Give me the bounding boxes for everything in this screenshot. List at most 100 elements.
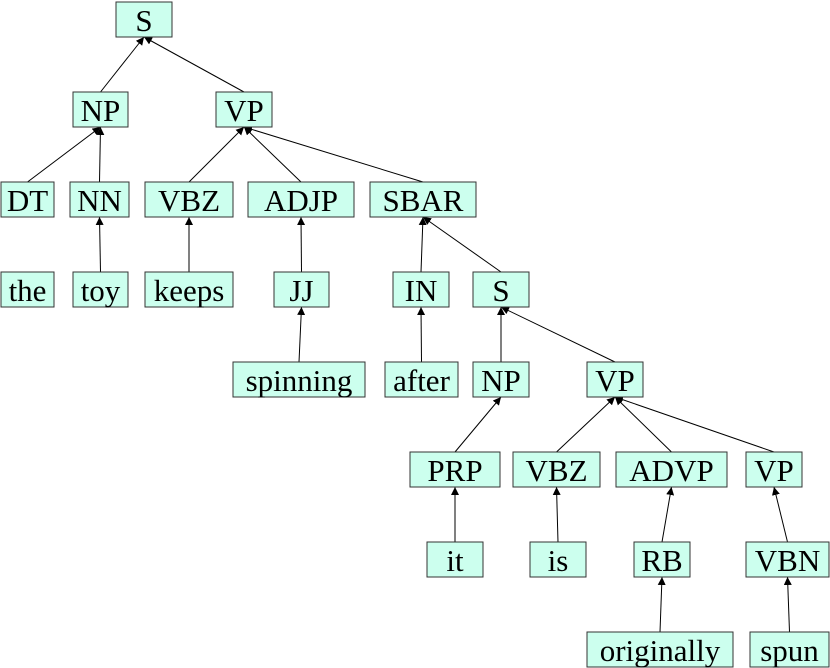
node-box bbox=[215, 91, 273, 128]
tree-node-sbar: SBAR bbox=[369, 181, 477, 218]
tree-node-w-after: after bbox=[384, 361, 459, 398]
tree-node-dt: DT bbox=[0, 181, 55, 218]
edge-advp-to-vp2 bbox=[614, 396, 672, 453]
tree-node-w-the: the bbox=[0, 271, 55, 308]
node-label: PRP bbox=[427, 453, 482, 488]
edge-vbz1-to-vp1 bbox=[188, 126, 245, 183]
node-label: VBZ bbox=[526, 453, 588, 488]
node-box bbox=[384, 361, 459, 398]
node-box bbox=[392, 271, 450, 308]
node-box bbox=[472, 361, 530, 398]
node-label: NP bbox=[481, 363, 521, 398]
node-label: VBZ bbox=[158, 183, 220, 218]
tree-node-w-toy: toy bbox=[72, 271, 129, 308]
node-label: spun bbox=[760, 633, 819, 668]
node-label: toy bbox=[81, 273, 121, 308]
tree-node-vp2: VP bbox=[586, 361, 644, 398]
edge-in-to-sbar bbox=[418, 216, 427, 273]
node-box bbox=[745, 541, 830, 578]
edge-w_spun-to-vbn bbox=[783, 576, 792, 633]
tree-node-w-is: is bbox=[529, 541, 587, 578]
edge-np1-to-s_root bbox=[100, 36, 145, 93]
tree-node-w-it: it bbox=[426, 541, 484, 578]
node-label: DT bbox=[7, 183, 48, 218]
node-label: VBN bbox=[755, 543, 820, 578]
node-box bbox=[426, 541, 484, 578]
node-label: VP bbox=[224, 93, 264, 128]
tree-node-vbz1: VBZ bbox=[144, 181, 234, 218]
tree-node-vbn: VBN bbox=[745, 541, 830, 578]
edge-nn-to-np1 bbox=[96, 126, 105, 183]
node-box bbox=[72, 271, 129, 308]
node-box bbox=[586, 361, 644, 398]
tree-node-prp: PRP bbox=[409, 451, 501, 488]
node-label: S bbox=[135, 3, 152, 38]
tree-node-vbz2: VBZ bbox=[512, 451, 601, 488]
node-box bbox=[586, 631, 734, 668]
node-box bbox=[273, 271, 330, 308]
tree-node-rb: RB bbox=[633, 541, 691, 578]
tree-node-w-spinning: spinning bbox=[232, 361, 366, 398]
node-box bbox=[247, 181, 355, 218]
tree-node-adjp: ADJP bbox=[247, 181, 355, 218]
node-box bbox=[144, 271, 234, 308]
tree-node-s2: S bbox=[472, 271, 530, 308]
edge-s2-to-sbar bbox=[422, 216, 502, 273]
tree-node-np2: NP bbox=[472, 361, 530, 398]
node-label: the bbox=[9, 273, 47, 308]
node-label: SBAR bbox=[383, 183, 464, 218]
node-box bbox=[0, 181, 55, 218]
edge-vp2-to-s2 bbox=[500, 306, 616, 363]
tree-node-in: IN bbox=[392, 271, 450, 308]
tree-node-w-originally: originally bbox=[586, 631, 734, 668]
tree-node-w-spun: spun bbox=[749, 631, 830, 668]
node-box bbox=[115, 1, 173, 38]
node-label: keeps bbox=[154, 273, 225, 308]
edge-sbar-to-vp1 bbox=[243, 125, 424, 183]
edge-w_originally-to-rb bbox=[657, 576, 666, 633]
edge-adjp-to-vp1 bbox=[243, 126, 302, 183]
edge-w_after-to-in bbox=[417, 306, 426, 363]
node-label: is bbox=[548, 543, 569, 578]
node-box bbox=[69, 181, 130, 218]
edge-w_toy-to-nn bbox=[95, 216, 104, 273]
tree-node-nn: NN bbox=[69, 181, 130, 218]
node-label: spinning bbox=[246, 363, 353, 398]
node-label: NN bbox=[77, 183, 122, 218]
node-label: ADJP bbox=[264, 183, 338, 218]
tree-node-advp: ADVP bbox=[615, 451, 728, 488]
tree-node-w-keeps: keeps bbox=[144, 271, 234, 308]
node-box bbox=[512, 451, 601, 488]
node-box bbox=[745, 451, 803, 488]
node-label: NP bbox=[81, 93, 121, 128]
node-label: JJ bbox=[289, 273, 313, 308]
tree-node-vp3: VP bbox=[745, 451, 803, 488]
node-label: originally bbox=[600, 633, 721, 668]
node-label: it bbox=[446, 543, 464, 578]
node-label: ADVP bbox=[629, 453, 713, 488]
node-label: S bbox=[492, 273, 509, 308]
node-label: VP bbox=[595, 363, 635, 398]
node-label: IN bbox=[405, 273, 438, 308]
node-label: RB bbox=[641, 543, 682, 578]
tree-node-jj: JJ bbox=[273, 271, 330, 308]
edge-rb-to-advp bbox=[661, 486, 675, 543]
node-box bbox=[472, 271, 530, 308]
edge-vp3-to-vp2 bbox=[614, 395, 775, 453]
tree-node-vp1: VP bbox=[215, 91, 273, 128]
tree-node-np1: NP bbox=[72, 91, 129, 128]
node-box bbox=[72, 91, 129, 128]
node-box bbox=[529, 541, 587, 578]
node-box bbox=[409, 451, 501, 488]
edge-vbz2-to-vp2 bbox=[556, 396, 616, 453]
edge-jj-to-adjp bbox=[297, 216, 306, 273]
node-box bbox=[615, 451, 728, 488]
edge-vp1-to-s_root bbox=[143, 36, 245, 93]
node-label: VP bbox=[754, 453, 794, 488]
edge-prp-to-np2 bbox=[454, 396, 502, 453]
edge-vbn-to-vp3 bbox=[772, 486, 788, 543]
node-box bbox=[369, 181, 477, 218]
node-box bbox=[633, 541, 691, 578]
tree-node-s-root: S bbox=[115, 1, 173, 38]
node-box bbox=[749, 631, 830, 668]
